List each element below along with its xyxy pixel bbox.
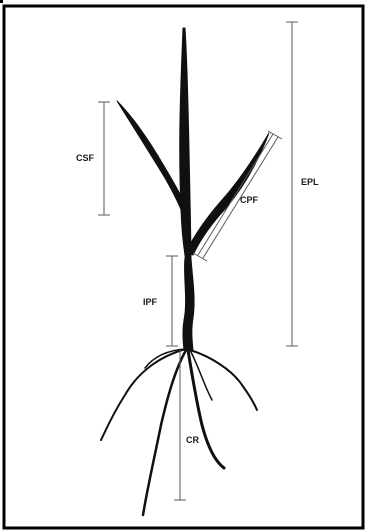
root-center — [188, 350, 224, 468]
cr-dimension: CR — [174, 350, 199, 500]
ipf-dimension: IPF — [143, 256, 178, 346]
root-left-long — [101, 349, 186, 440]
left-leaf — [117, 101, 189, 220]
root-right — [190, 350, 257, 410]
cr-label: CR — [186, 435, 199, 445]
corner-mark — [0, 0, 3, 3]
right-leaf — [186, 133, 269, 255]
central-leaf — [180, 28, 191, 262]
stem-base — [183, 258, 194, 350]
ipf-label: IPF — [143, 297, 158, 307]
cpf-label: CPF — [240, 195, 259, 205]
csf-label: CSF — [76, 153, 95, 163]
epl-label: EPL — [301, 177, 319, 187]
csf-dimension: CSF — [76, 102, 110, 215]
cpf-dimension: CPF — [193, 131, 282, 261]
epl-dimension: EPL — [286, 22, 319, 346]
